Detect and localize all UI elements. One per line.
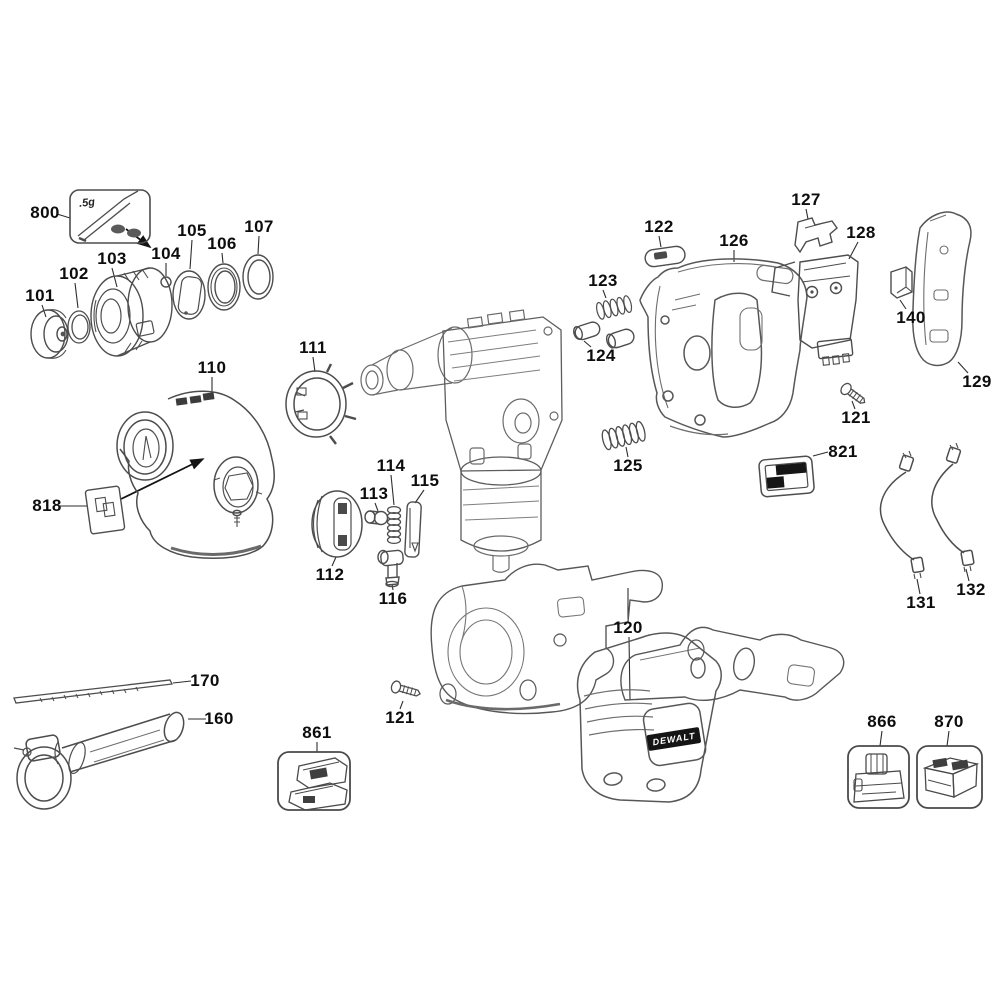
- part-121a-screw-drawing: [840, 382, 866, 404]
- part-label-129: 129: [962, 372, 992, 391]
- part-115-lever-drawing: [404, 501, 422, 558]
- part-label-127: 127: [791, 190, 821, 209]
- part-label-101: 101: [25, 286, 55, 305]
- part-label-160: 160: [204, 709, 234, 728]
- part-label-866: 866: [867, 712, 897, 731]
- grease-quantity-text: .5g: [78, 196, 96, 210]
- part-110-gear-housing-drawing: [116, 390, 275, 559]
- part-101-cap-drawing: [30, 309, 69, 359]
- part-170-depth-rod-drawing: [13, 679, 173, 704]
- part-861-kitbox-drawing: [277, 751, 351, 811]
- part-123-spring-drawing: [595, 295, 633, 320]
- part-label-124: 124: [586, 346, 616, 365]
- part-label-110: 110: [197, 358, 227, 377]
- part-label-122: 122: [644, 217, 674, 236]
- part-label-116: 116: [378, 589, 408, 608]
- part-label-821: 821: [828, 442, 858, 461]
- part-label-103: 103: [97, 249, 127, 268]
- part-132-wire-drawing: [931, 442, 975, 573]
- part-129-housing-half-drawing: [912, 211, 972, 367]
- part-106-ring-drawing: [207, 263, 241, 311]
- part-label-106: 106: [207, 234, 237, 253]
- part-label-112: 112: [315, 565, 345, 584]
- part-label-131: 131: [906, 593, 936, 612]
- inner-chassis-drawing: [430, 563, 663, 715]
- part-126-housing-drawing: [639, 258, 808, 438]
- part-label-125: 125: [613, 456, 643, 475]
- part-label-126: 126: [719, 231, 749, 250]
- part-102-oring-drawing: [67, 310, 91, 344]
- part-label-102: 102: [59, 264, 89, 283]
- part-label-121-b: 121: [385, 708, 415, 727]
- part-label-111: 111: [299, 338, 327, 357]
- part-label-114: 114: [376, 456, 406, 475]
- part-160-side-handle-drawing: [13, 711, 185, 810]
- part-140-block-drawing: [890, 266, 913, 299]
- motor-gearbox-assembly-drawing: [360, 309, 563, 573]
- part-818-sticker-drawing: [84, 485, 126, 535]
- part-label-115: 115: [410, 471, 440, 490]
- part-120-motor-cover-drawing: [576, 632, 722, 803]
- part-104-ball-drawing: [160, 276, 172, 288]
- part-label-132: 132: [956, 580, 986, 599]
- part-107-ring-drawing: [242, 254, 274, 300]
- part-870-charger-drawing: [916, 745, 983, 809]
- part-label-800: 800: [30, 203, 60, 222]
- part-label-123: 123: [588, 271, 618, 290]
- part-label-105: 105: [177, 221, 207, 240]
- part-label-128: 128: [846, 223, 876, 242]
- part-103-chuck-drawing: [90, 267, 173, 357]
- part-label-121-a: 121: [841, 408, 871, 427]
- part-label-104: 104: [151, 244, 181, 263]
- pointer-arrows: [120, 228, 205, 500]
- part-121b-screw-drawing: [390, 680, 421, 697]
- part-821-label-drawing: [758, 455, 815, 498]
- part-113-detent-pin-drawing: [364, 510, 389, 526]
- part-label-870: 870: [934, 712, 964, 731]
- part-112-mode-knob-drawing: [311, 490, 363, 558]
- part-111-selector-ring-drawing: [285, 363, 357, 445]
- part-105-gasket-drawing: [172, 270, 206, 320]
- part-label-818: 818: [32, 496, 62, 515]
- part-866-battery-drawing: [847, 745, 910, 809]
- part-125-spring-drawing: [601, 420, 646, 451]
- part-131-wire-drawing: [879, 450, 925, 580]
- part-124-pins-drawing: [572, 321, 635, 349]
- part-122-button-drawing: [644, 245, 686, 268]
- part-127-bracket-drawing: [794, 217, 838, 254]
- part-label-107: 107: [244, 217, 274, 236]
- part-label-861: 861: [302, 723, 332, 742]
- part-label-113: 113: [359, 484, 389, 503]
- sticker-arrow-110: [120, 458, 205, 500]
- part-128-switch-drawing: [771, 254, 859, 366]
- part-label-120: 120: [613, 618, 643, 637]
- part-label-140: 140: [896, 308, 926, 327]
- part-800-grease-box-drawing: [69, 189, 151, 244]
- part-116-plunger-drawing: [377, 549, 404, 588]
- rear-cover-drawing: [620, 626, 845, 702]
- part-label-170: 170: [190, 671, 220, 690]
- part-114-spring-drawing: [386, 505, 402, 545]
